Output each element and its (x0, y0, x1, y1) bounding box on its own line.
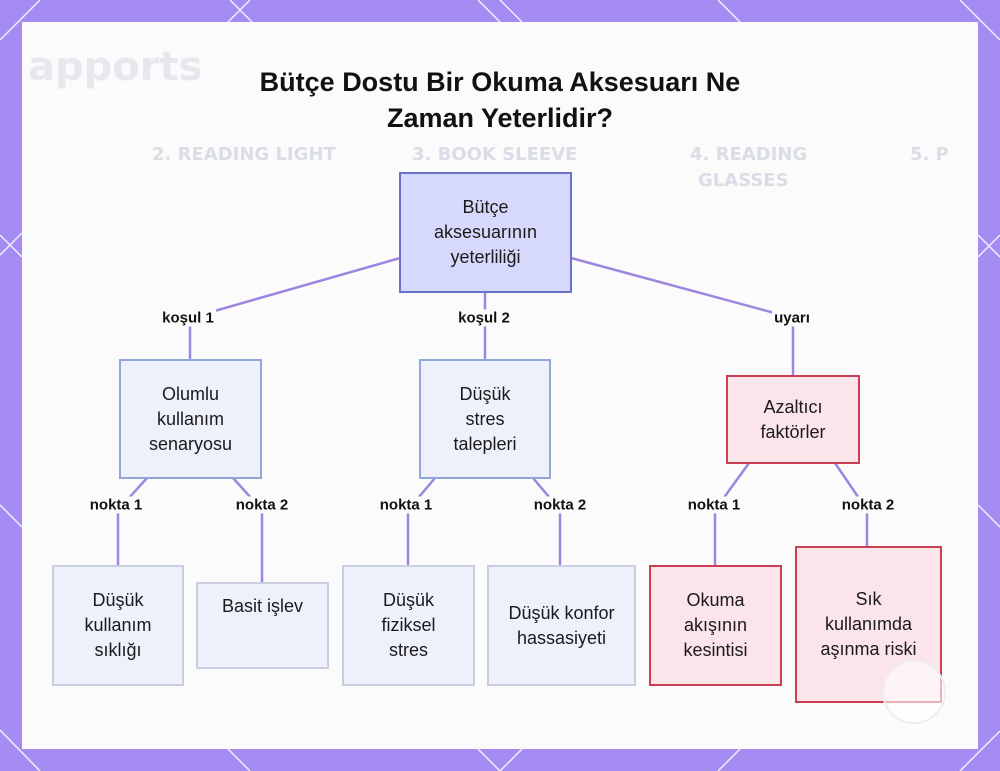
title-line-1: Bütçe Dostu Bir Okuma Aksesuarı Ne (259, 67, 741, 97)
node-simple-function: Basit işlev (196, 582, 329, 669)
edge-label-condition-1: koşul 1 (160, 309, 216, 327)
node-positive-use: Olumlu kullanım senaryosu (119, 359, 262, 479)
ghost-column-2: 2. READING LIGHT (152, 144, 336, 165)
diagram-title: Bütçe Dostu Bir Okuma Aksesuarı Ne Zaman… (200, 64, 800, 136)
edge-positive-simple (232, 477, 264, 583)
edge-label-point-1a: nokta 1 (87, 496, 145, 514)
ghost-column-4b: GLASSES (698, 170, 789, 191)
edge-root-reducing (570, 256, 795, 376)
ghost-column-4: 4. READING (690, 144, 808, 165)
title-line-2: Zaman Yeterlidir? (386, 103, 614, 133)
watermark-logo (882, 660, 946, 724)
node-physical-stress: Düşük fiziksel stres (342, 565, 475, 686)
node-comfort-sensitivity: Düşük konfor hassasiyeti (487, 565, 636, 686)
node-reducing-factors: Azaltıcı faktörler (726, 375, 860, 464)
faded-background: apports 2. READING LIGHT 3. BOOK SLEEVE … (22, 22, 978, 749)
edge-label-point-2b: nokta 2 (531, 496, 589, 514)
edge-label-point-2a: nokta 2 (233, 496, 291, 514)
edge-reducing-flow (713, 462, 751, 566)
node-low-stress: Düşük stres talepleri (419, 359, 551, 479)
node-reading-flow: Okuma akışının kesintisi (649, 565, 782, 686)
edge-lowstress-comfort (532, 477, 562, 566)
edge-label-point-1c: nokta 1 (685, 496, 743, 514)
node-low-frequency: Düşük kullanım sıklığı (52, 565, 184, 686)
edge-label-point-2c: nokta 2 (839, 496, 897, 514)
edge-lowstress-physical (406, 477, 436, 566)
edge-root-positive (188, 256, 401, 360)
edge-label-point-1b: nokta 1 (377, 496, 435, 514)
edge-positive-lowfreq (116, 477, 148, 566)
node-root: Bütçe aksesuarının yeterliliği (399, 172, 572, 293)
ghost-column-3: 3. BOOK SLEEVE (412, 144, 578, 165)
ghost-column-5: 5. P (910, 144, 949, 165)
ghost-heading: apports (28, 44, 203, 90)
edge-label-warning: uyarı (772, 309, 812, 327)
edge-label-condition-2: koşul 2 (456, 309, 512, 327)
